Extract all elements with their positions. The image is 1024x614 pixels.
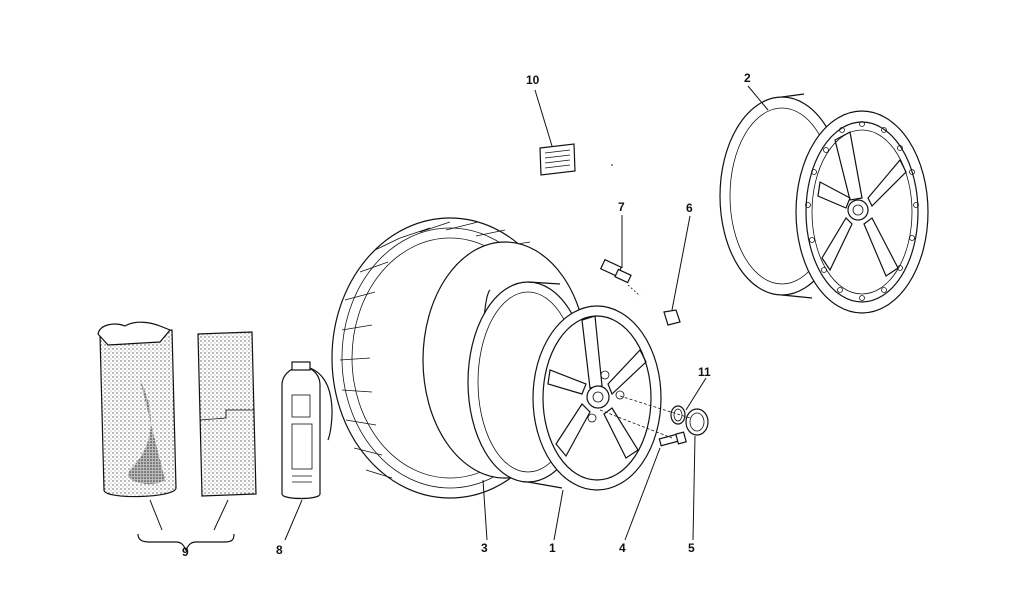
callout-6: 6 xyxy=(686,201,693,215)
callout-4: 4 xyxy=(619,541,626,555)
wheel-rim-part-2 xyxy=(719,85,929,314)
inflator-can-part-8 xyxy=(281,361,333,541)
callout-5: 5 xyxy=(688,541,695,555)
callout-10: 10 xyxy=(526,73,540,87)
callout-2: 2 xyxy=(744,71,751,85)
label-plate-part-10 xyxy=(534,89,576,176)
wheel-bolt-part-4 xyxy=(599,409,687,541)
balance-weight-part-6 xyxy=(663,215,691,326)
callout-3: 3 xyxy=(481,541,488,555)
hub-cap-part-5 xyxy=(619,395,709,541)
o-ring-part-11 xyxy=(670,377,707,425)
callout-11: 11 xyxy=(698,365,711,379)
callout-7: 7 xyxy=(618,200,625,214)
wheel-rim-part-1 xyxy=(467,281,662,541)
stray-mark xyxy=(611,164,613,166)
callout-9: 9 xyxy=(182,545,189,559)
storage-bags-part-9 xyxy=(97,321,257,552)
callout-8: 8 xyxy=(276,543,283,557)
callout-1: 1 xyxy=(549,541,556,555)
valve-part-7 xyxy=(599,215,641,297)
